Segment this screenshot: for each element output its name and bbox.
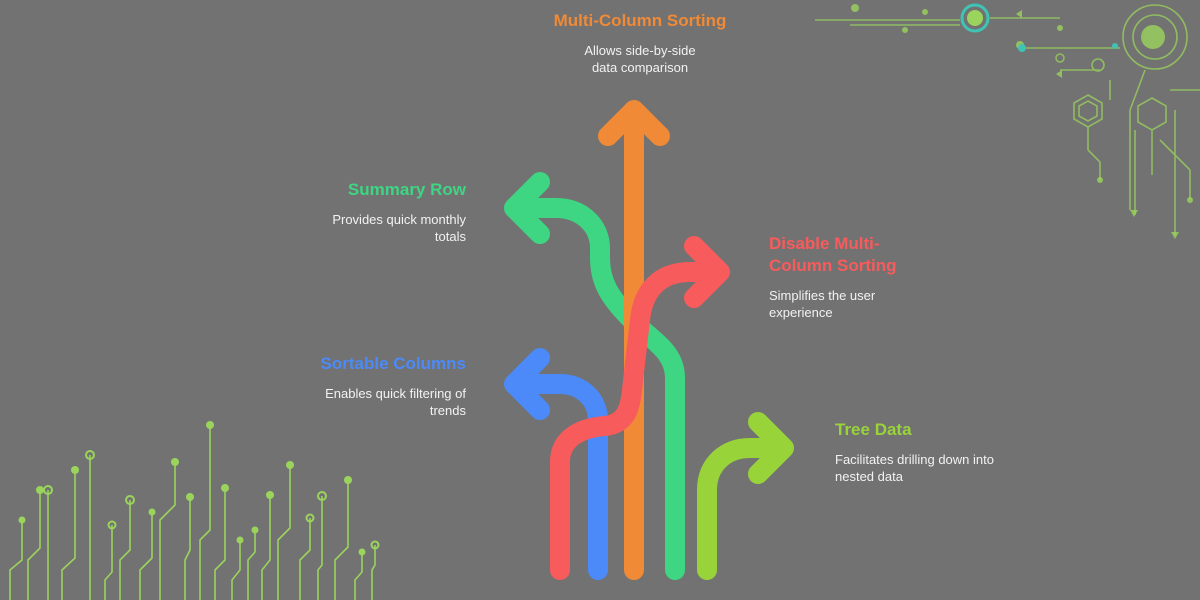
arrow-tree-data-shaft [697, 438, 792, 580]
arrow-summary-row-shaft [505, 198, 685, 580]
item-description: Facilitates drilling down into nested da… [835, 452, 994, 484]
item-title: Summary Row [347, 180, 466, 199]
arrow-summary-row-head [504, 172, 550, 244]
item-tree-data: Tree Data Facilitates drilling down into… [835, 419, 995, 485]
arrow-multi-column-sorting-head [598, 100, 670, 146]
item-description: Enables quick filtering of trends [325, 386, 466, 418]
item-title: Sortable Columns [320, 354, 466, 373]
item-description: Allows side-by-side data comparison [584, 43, 696, 75]
arrow-disable-multi-column-sorting-shaft [550, 262, 728, 580]
arrow-sortable-columns-head [504, 348, 550, 420]
item-disable-multi-column-sorting: Disable Multi-Column Sorting Simplifies … [769, 233, 929, 321]
item-description: Simplifies the user experience [769, 288, 876, 320]
arrow-disable-multi-column-sorting-head [684, 236, 730, 308]
item-multi-column-sorting: Multi-Column Sorting Allows side-by-side… [520, 10, 760, 76]
item-title: Disable Multi-Column Sorting [769, 234, 897, 275]
item-sortable-columns: Sortable Columns Enables quick filtering… [296, 353, 466, 419]
arrow-tree-data-head [748, 412, 794, 484]
item-title: Multi-Column Sorting [553, 11, 727, 30]
item-title: Tree Data [835, 420, 912, 439]
item-description: Provides quick monthly totals [332, 212, 466, 244]
item-summary-row: Summary Row Provides quick monthly total… [300, 179, 466, 245]
